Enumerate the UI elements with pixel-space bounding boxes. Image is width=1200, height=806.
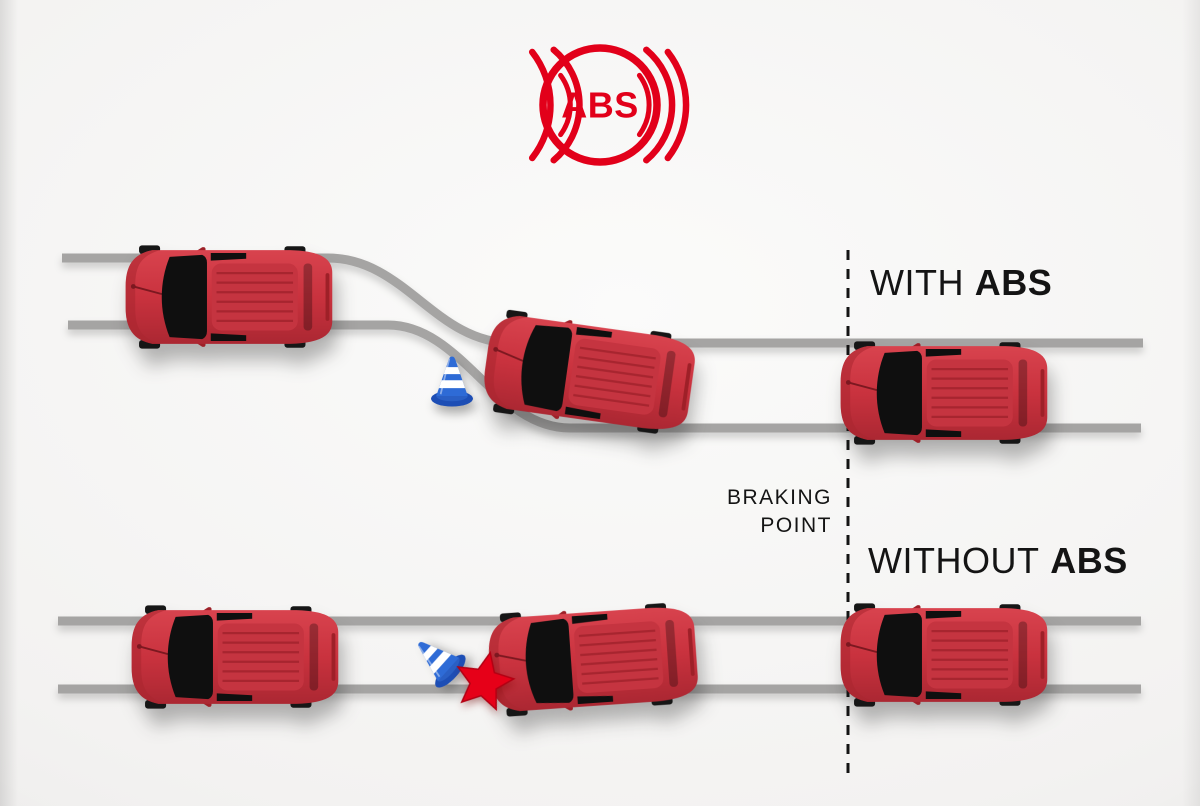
abs-logo-circle [539, 44, 661, 166]
label-braking-point: BRAKING POINT [727, 484, 832, 539]
car-with-abs-left [118, 244, 338, 350]
label-with-prefix: WITH [870, 262, 964, 303]
label-without-prefix: WITHOUT [868, 540, 1040, 581]
abs-logo-outer-arc-outer [528, 48, 690, 162]
abs-logo-outer-arc-inner [550, 46, 676, 164]
abs-logo-inner-parentheses [558, 72, 652, 138]
car-with-abs-right-braking [833, 340, 1053, 446]
car-without-abs-left [124, 604, 344, 710]
braking-point-line1: BRAKING [726, 486, 832, 509]
braking-point-line2: POINT [760, 513, 832, 537]
abs-warning-lamp-icon: ABS [528, 44, 690, 166]
crash-burst-icon [446, 644, 522, 720]
car-without-abs-right-braking [833, 602, 1053, 708]
abs-logo-text: ABS [561, 85, 639, 126]
label-with-emphasis: ABS [974, 262, 1053, 303]
label-without-emphasis: ABS [1050, 540, 1128, 581]
